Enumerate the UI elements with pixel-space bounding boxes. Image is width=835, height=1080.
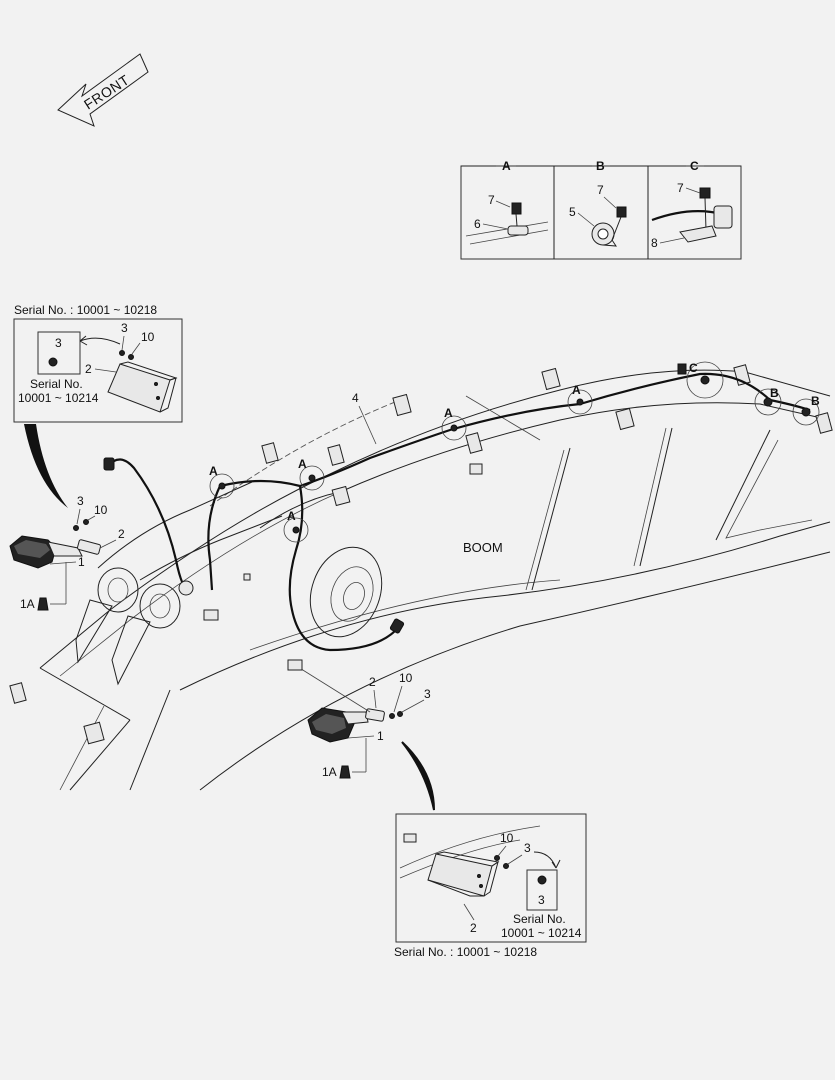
detail-c-callout-7: 7 xyxy=(677,181,684,195)
lamp-left-p1: 1 xyxy=(78,555,85,569)
view-marker-a-5: A xyxy=(287,509,296,523)
inset-br-part-2: 2 xyxy=(470,921,477,935)
inset-top-left: Serial No. : 10001 ~ 10218 3 Serial No. … xyxy=(13,303,183,423)
boom-label: BOOM xyxy=(463,540,503,555)
lamp-lower-p2: 2 xyxy=(369,675,376,689)
arrow-to-inset-bottom xyxy=(401,741,435,811)
detail-view-a: A 7 6 xyxy=(461,159,554,245)
inset-br-part-10: 10 xyxy=(500,831,514,845)
detail-b-callout-5: 5 xyxy=(569,205,576,219)
inset-br-sub-serial-range: 10001 ~ 10214 xyxy=(501,926,582,940)
detail-view-c-title: C xyxy=(690,159,699,173)
inset-tl-part-3: 3 xyxy=(121,321,128,335)
detail-b-callout-7: 7 xyxy=(597,183,604,197)
view-marker-a-1: A xyxy=(209,464,218,478)
inset-bottom-right: 10 3 2 3 Serial No. 10001 ~ 10214 Serial… xyxy=(394,813,587,959)
inset-br-serial: Serial No. : 10001 ~ 10218 xyxy=(394,945,537,959)
detail-views-table: A 7 6 B 7 5 C xyxy=(460,159,742,260)
detail-view-c: C 7 8 xyxy=(648,159,741,250)
inset-br-sub-serial-label: Serial No. xyxy=(513,912,566,926)
inset-tl-part-10: 10 xyxy=(141,330,155,344)
inset-tl-subpart-3: 3 xyxy=(55,336,62,350)
detail-a-callout-7: 7 xyxy=(488,193,495,207)
view-marker-c: C xyxy=(689,361,698,375)
inset-tl-sub-serial-range: 10001 ~ 10214 xyxy=(18,391,99,405)
lamp-lower-p1a: 1A xyxy=(322,765,337,779)
detail-view-b-title: B xyxy=(596,159,605,173)
view-marker-a-2: A xyxy=(298,457,307,471)
harness-cable: 4 xyxy=(103,363,811,652)
lamp-left-p1a: 1A xyxy=(20,597,35,611)
lamp-left-p3: 3 xyxy=(77,494,84,508)
lamp-left-p10: 10 xyxy=(94,503,108,517)
view-marker-b-2: B xyxy=(811,394,820,408)
boom-structure: BOOM xyxy=(9,364,833,791)
inset-tl-part-2: 2 xyxy=(85,362,92,376)
lamp-lower-p10: 10 xyxy=(399,671,413,685)
harness-callout-4: 4 xyxy=(352,391,359,405)
inset-top-left-serial: Serial No. : 10001 ~ 10218 xyxy=(14,303,157,317)
inset-tl-sub-serial-label: Serial No. xyxy=(30,377,83,391)
lamp-lower: 2 10 3 1 1A xyxy=(287,659,431,779)
inset-br-subpart-3: 3 xyxy=(538,893,545,907)
detail-c-callout-8: 8 xyxy=(651,236,658,250)
view-marker-b-1: B xyxy=(770,386,779,400)
detail-view-a-title: A xyxy=(502,159,511,173)
view-markers: A A A A A C B B xyxy=(209,361,820,543)
detail-a-callout-6: 6 xyxy=(474,217,481,231)
lamp-left: 3 10 2 1 1A xyxy=(9,494,125,611)
view-marker-a-3: A xyxy=(444,406,453,420)
view-marker-a-4: A xyxy=(572,383,581,397)
front-arrow: FRONT xyxy=(57,53,149,127)
lamp-left-p2: 2 xyxy=(118,527,125,541)
lamp-lower-p1: 1 xyxy=(377,729,384,743)
harness-clips xyxy=(9,364,833,745)
arrow-to-lamp-left xyxy=(24,424,68,508)
detail-view-b: B 7 5 xyxy=(554,159,648,247)
lamp-lower-p3: 3 xyxy=(424,687,431,701)
inset-br-part-3: 3 xyxy=(524,841,531,855)
